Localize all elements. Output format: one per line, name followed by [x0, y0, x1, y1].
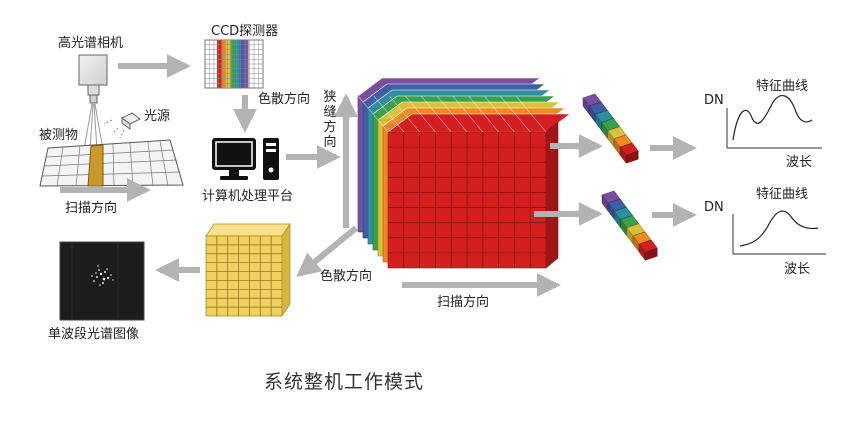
single-band-slice	[205, 222, 291, 318]
flow-arrows	[60, 54, 697, 297]
feature-curve-chart-2	[732, 210, 826, 255]
dispersion-direction-bottom-label: 色散方向	[320, 269, 373, 284]
wavelength-axis-label-2: 波长	[784, 262, 811, 277]
feature-curve-title-2: 特征曲线	[756, 187, 809, 202]
hyperspectral-data-cube	[357, 77, 571, 269]
computer-label: 计算机处理平台	[202, 189, 294, 204]
dn-axis-label-2: DN	[704, 200, 724, 215]
spectral-pixel-bar-1	[582, 93, 639, 164]
feature-curve-title-1: 特征曲线	[756, 79, 809, 94]
light-beam-icon	[83, 103, 104, 151]
spectral-pixel-bar-2	[601, 190, 658, 261]
scan-direction-bottom-label: 扫描方向	[437, 295, 490, 310]
wavelength-axis-label-1: 波长	[786, 155, 813, 170]
light-source-icon	[103, 112, 141, 139]
feature-curve-chart-1	[726, 95, 822, 149]
dn-axis-label-1: DN	[704, 93, 724, 108]
object-plane	[39, 139, 184, 187]
hyperspectral-camera-icon	[78, 54, 108, 104]
ccd-label: CCD探测器	[211, 24, 279, 39]
computer-icon	[212, 138, 279, 180]
slit-direction-label: 狭缝方向	[323, 90, 337, 150]
single-band-image-label: 单波段光谱图像	[48, 327, 140, 342]
ccd-detector-grid	[204, 39, 264, 89]
object-label: 被测物	[39, 128, 79, 143]
dispersion-direction-top-label: 色散方向	[258, 92, 311, 107]
camera-label: 高光谱相机	[58, 36, 124, 51]
light-source-label: 光源	[144, 109, 171, 124]
arrow-dispersion-direction	[296, 225, 358, 278]
single-band-image	[59, 241, 145, 321]
scan-direction-left-label: 扫描方向	[65, 201, 118, 216]
diagram-caption: 系统整机工作模式	[264, 371, 425, 393]
